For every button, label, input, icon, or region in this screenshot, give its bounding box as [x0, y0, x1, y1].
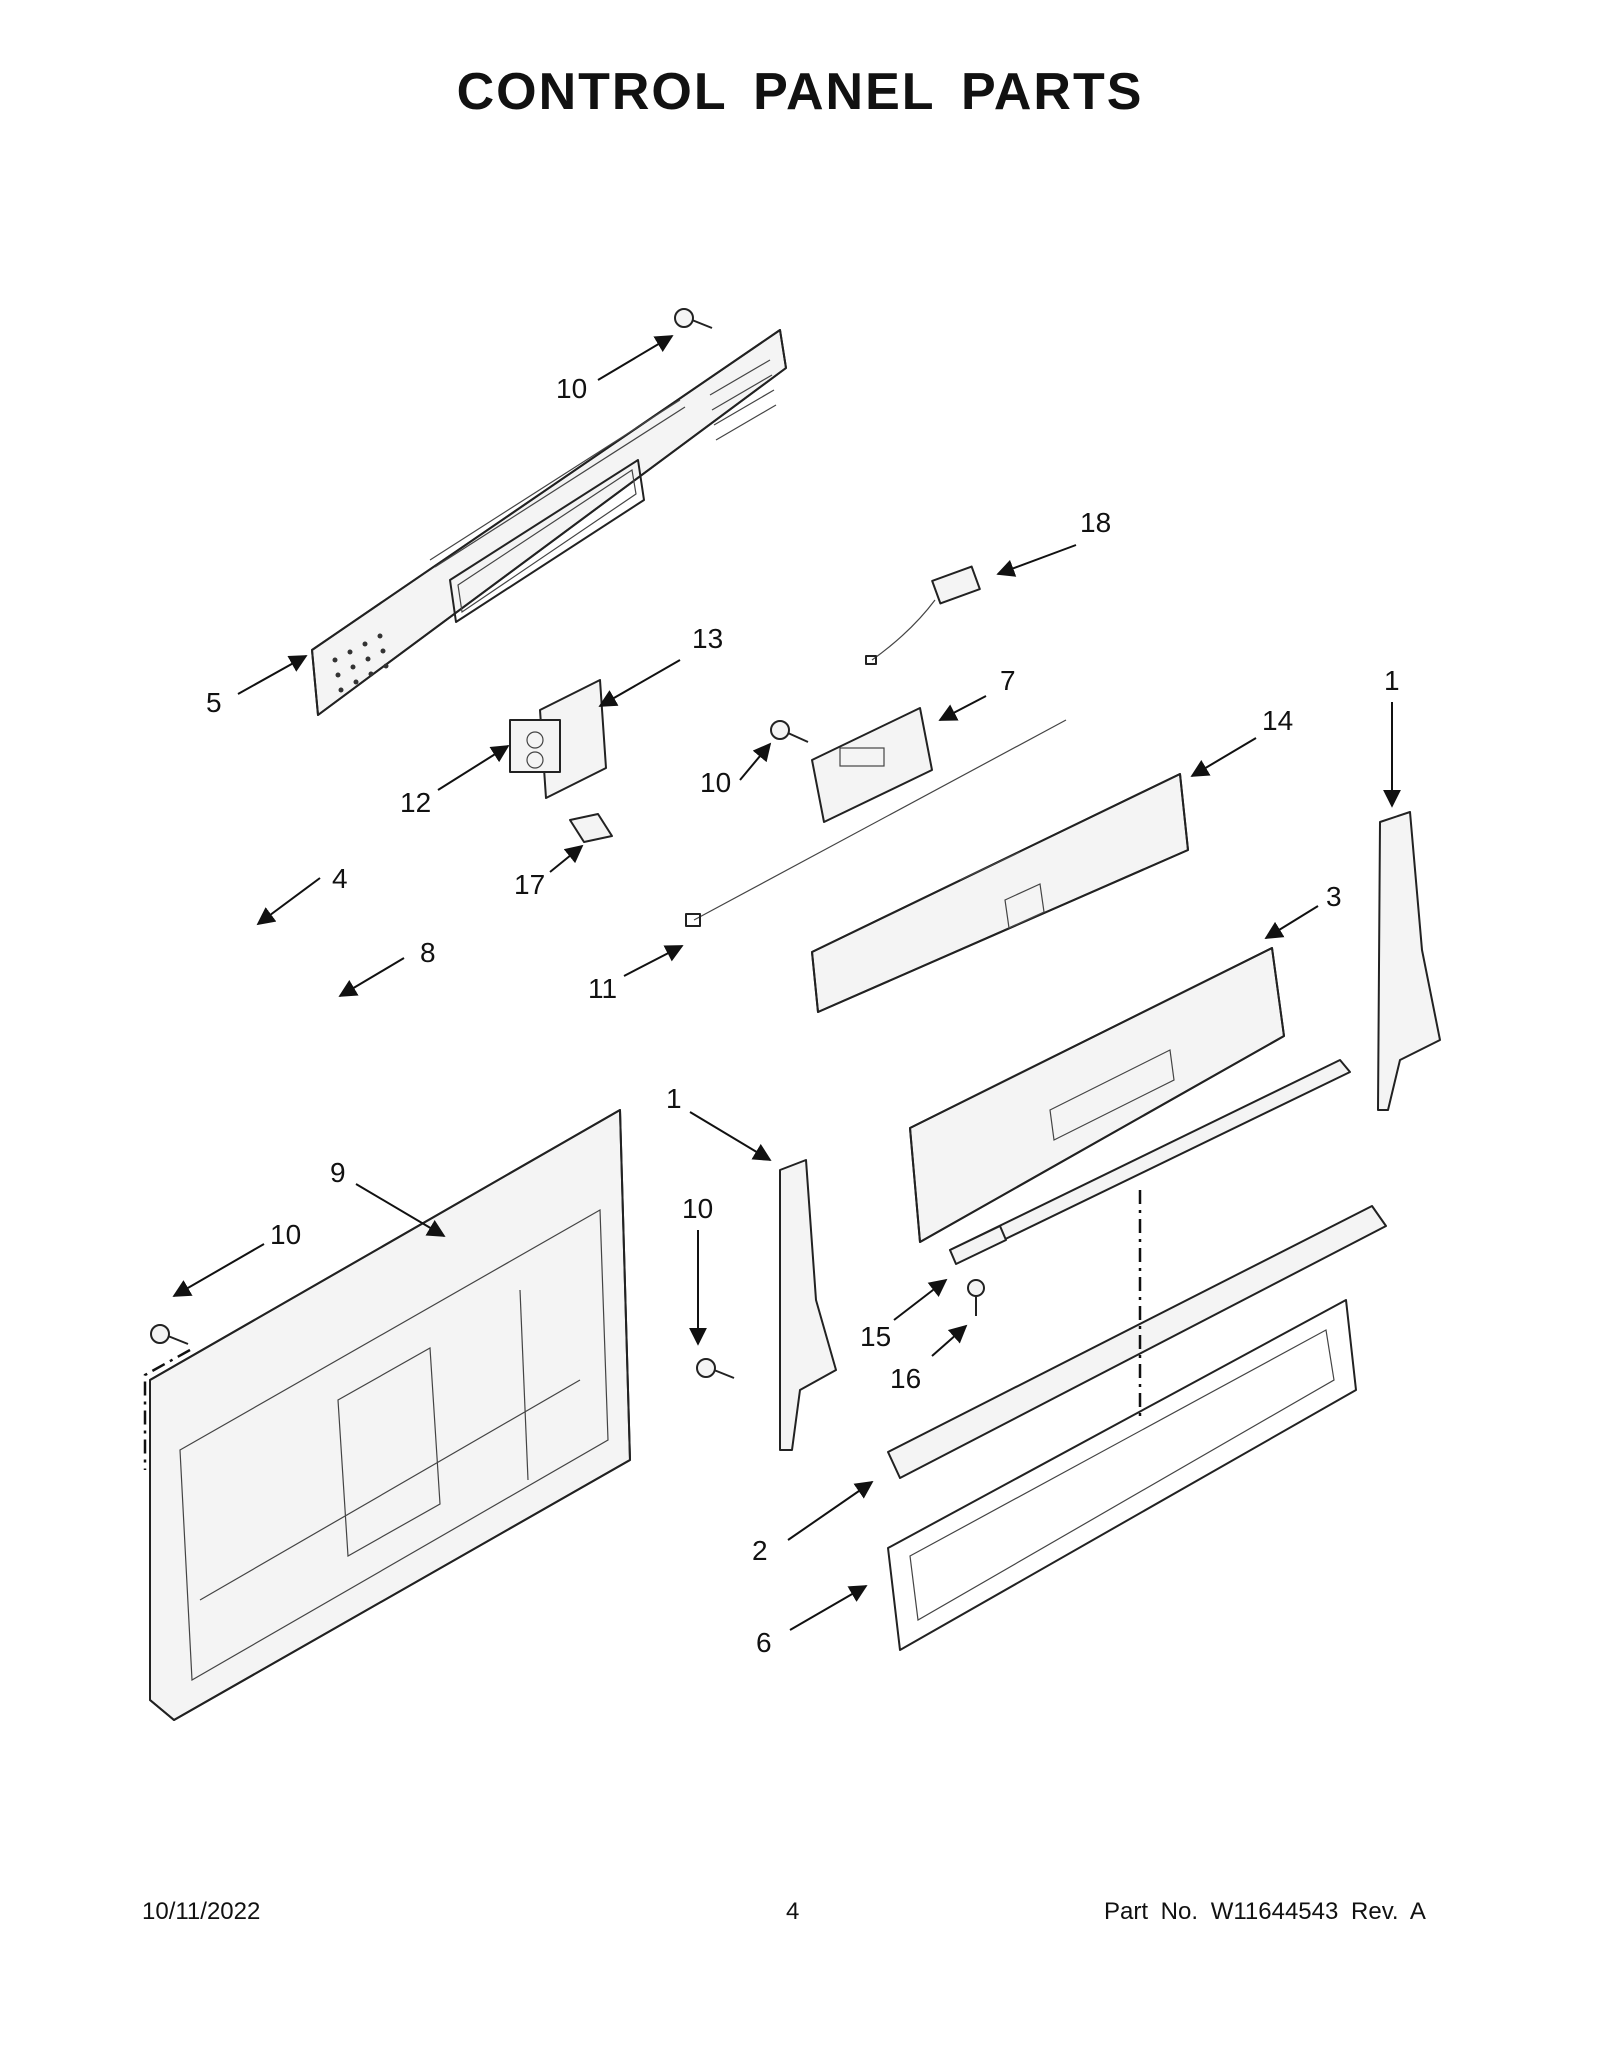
part-18-sensor: [865, 565, 981, 665]
callout-2: 2: [752, 1535, 768, 1566]
callout-12: 12: [400, 787, 431, 818]
callout-4: 4: [332, 863, 348, 894]
footer-part-number: Part No. W11644543 Rev. A: [1104, 1898, 1426, 1925]
part-10-top-screw: [674, 308, 713, 329]
page-title: CONTROL PANEL PARTS: [456, 63, 1144, 121]
part-17-clip: [569, 813, 613, 843]
callout-10-center: 10: [682, 1193, 713, 1224]
callout-15: 15: [860, 1321, 891, 1352]
part-3-console: [909, 947, 1351, 1263]
part-5-rear-panel: [311, 329, 787, 716]
part-9-back-panel: [149, 1109, 631, 1721]
callout-8: 8: [420, 937, 436, 968]
part-1-center-endcap: [779, 1159, 837, 1451]
callout-3: 3: [1326, 881, 1342, 912]
callout-14: 14: [1262, 705, 1293, 736]
footer-page-number: 4: [786, 1898, 800, 1925]
callout-10-mid: 10: [700, 767, 731, 798]
callout-10-left: 10: [270, 1219, 301, 1250]
callout-5: 5: [206, 687, 222, 718]
part-1-right-endcap: [1377, 811, 1441, 1111]
callout-17: 17: [514, 869, 545, 900]
callout-18: 18: [1080, 507, 1111, 538]
part-14-control-panel: [811, 773, 1189, 1013]
callout-labels: 10 18 13 5 7 14 1 12 10 17 4 8 11 3 1 9 …: [206, 373, 1400, 1658]
footer-date: 10/11/2022: [142, 1898, 261, 1925]
part-11-harness: [685, 719, 1067, 927]
part-10-mid-screw: [770, 720, 809, 743]
callout-9: 9: [330, 1157, 346, 1188]
part-10-left-screw: [143, 1324, 191, 1470]
callout-7: 7: [1000, 665, 1016, 696]
part-15-trim: [949, 1225, 1007, 1265]
callout-13: 13: [692, 623, 723, 654]
part-16-screw: [967, 1279, 985, 1316]
callout-leaders: [172, 335, 1401, 1631]
part-2-lower-trim: [887, 1205, 1387, 1479]
part-10-center-screw: [696, 1358, 735, 1379]
callout-1-right: 1: [1384, 665, 1400, 696]
part-7-control-board: [811, 707, 933, 823]
callout-16: 16: [890, 1363, 921, 1394]
part-6-frame: [887, 1299, 1357, 1651]
callout-1-center: 1: [666, 1083, 682, 1114]
callout-10-top: 10: [556, 373, 587, 404]
callout-6: 6: [756, 1627, 772, 1658]
part-12-switch: [509, 719, 561, 773]
callout-11: 11: [588, 973, 617, 1004]
